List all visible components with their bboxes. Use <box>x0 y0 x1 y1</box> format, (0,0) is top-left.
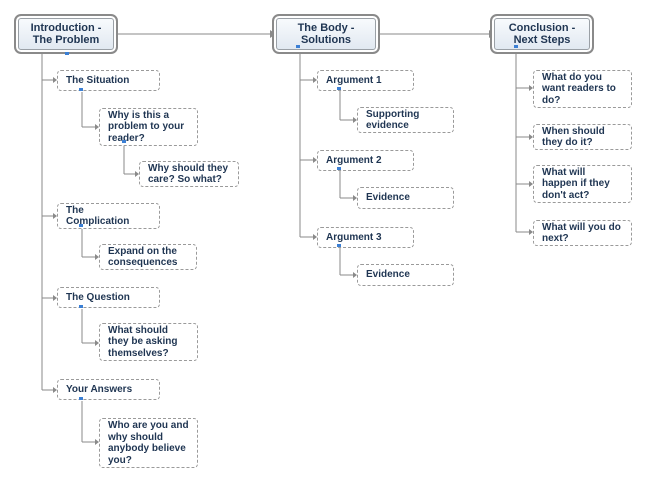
node-who-are-you-label: Who are you and why should anybody belie… <box>108 420 189 466</box>
note-marker-icon <box>79 305 83 308</box>
note-marker-icon <box>65 52 69 55</box>
node-argument-3-label: Argument 3 <box>326 231 382 243</box>
node-question-label: The Question <box>66 291 130 303</box>
node-evidence-2-label: Evidence <box>366 192 410 204</box>
note-marker-icon <box>79 88 83 91</box>
node-what-do-you-want-label: What do you want readers to do? <box>542 71 616 106</box>
node-argument-2[interactable]: Argument 2 <box>317 150 414 171</box>
node-situation[interactable]: The Situation <box>57 70 160 91</box>
note-marker-icon <box>514 45 518 48</box>
node-when-should[interactable]: When should they do it? <box>533 124 632 150</box>
node-argument-3[interactable]: Argument 3 <box>317 227 414 248</box>
note-marker-icon <box>337 87 341 90</box>
topic-conclusion-label: Conclusion - Next Steps <box>508 22 576 46</box>
node-what-will-happen[interactable]: What will happen if they don't act? <box>533 165 632 203</box>
note-marker-icon <box>296 45 300 48</box>
node-argument-1[interactable]: Argument 1 <box>317 70 414 91</box>
node-what-do-you-want[interactable]: What do you want readers to do? <box>533 70 632 108</box>
node-your-answers-label: Your Answers <box>66 383 133 395</box>
note-marker-icon <box>79 224 83 227</box>
node-argument-1-label: Argument 1 <box>326 74 382 86</box>
node-asking-themselves[interactable]: What should they be asking themselves? <box>99 323 198 361</box>
note-marker-icon <box>337 244 341 247</box>
node-what-will-happen-label: What will happen if they don't act? <box>542 166 610 201</box>
node-why-care[interactable]: Why should they care? So what? <box>139 161 239 187</box>
node-expand-consequences-label: Expand on the consequences <box>108 245 178 269</box>
node-complication[interactable]: The Complication <box>57 203 160 229</box>
node-situation-label: The Situation <box>66 74 130 86</box>
node-asking-themselves-label: What should they be asking themselves? <box>108 324 178 359</box>
node-why-care-label: Why should they care? So what? <box>148 162 228 186</box>
note-marker-icon <box>337 167 341 170</box>
topic-body[interactable]: The Body - Solutions <box>272 14 380 54</box>
node-evidence-3[interactable]: Evidence <box>357 264 454 286</box>
node-why-problem[interactable]: Why is this a problem to your reader? <box>99 108 198 146</box>
node-why-problem-label: Why is this a problem to your reader? <box>108 109 185 144</box>
topic-introduction-label: Introduction - The Problem <box>30 22 102 46</box>
note-marker-icon <box>79 397 83 400</box>
topic-body-label: The Body - Solutions <box>297 22 355 46</box>
node-your-answers[interactable]: Your Answers <box>57 379 160 400</box>
node-argument-2-label: Argument 2 <box>326 154 382 166</box>
topic-introduction[interactable]: Introduction - The Problem <box>14 14 118 54</box>
node-question[interactable]: The Question <box>57 287 160 308</box>
node-complication-label: The Complication <box>66 204 130 228</box>
node-expand-consequences[interactable]: Expand on the consequences <box>99 244 197 270</box>
node-evidence-2[interactable]: Evidence <box>357 187 454 209</box>
node-when-should-label: When should they do it? <box>542 125 605 149</box>
note-marker-icon <box>122 140 126 143</box>
topic-conclusion[interactable]: Conclusion - Next Steps <box>490 14 594 54</box>
node-evidence-3-label: Evidence <box>366 269 410 281</box>
node-who-are-you[interactable]: Who are you and why should anybody belie… <box>99 418 198 468</box>
node-supporting-evidence[interactable]: Supporting evidence <box>357 107 454 133</box>
node-what-will-you-do[interactable]: What will you do next? <box>533 220 632 246</box>
node-what-will-you-do-label: What will you do next? <box>542 221 621 245</box>
node-supporting-evidence-label: Supporting evidence <box>366 108 420 132</box>
